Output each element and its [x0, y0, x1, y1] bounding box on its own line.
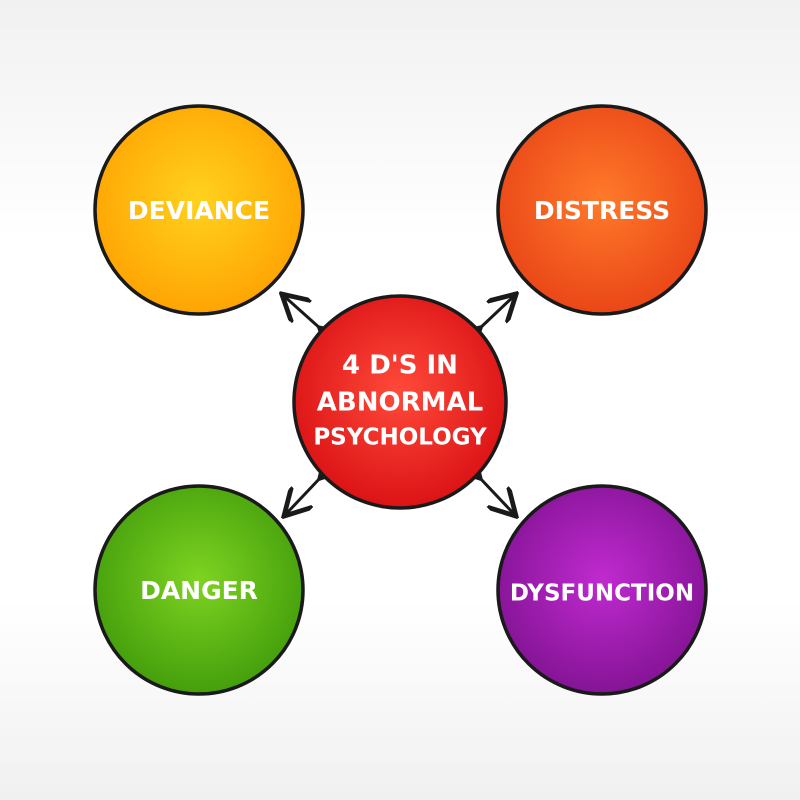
- deviance-label: DEVIANCE: [128, 196, 270, 225]
- connectors: [284, 296, 514, 514]
- arrow-to-dysfunction: [478, 476, 514, 514]
- center-circle: [292, 294, 508, 510]
- danger-label: DANGER: [140, 576, 258, 605]
- center-title-line-1: 4 D'S IN: [342, 351, 458, 381]
- node-distress: DISTRESS: [496, 104, 708, 316]
- arrow-to-distress: [478, 296, 514, 330]
- danger-circle: [93, 484, 305, 696]
- distress-label: DISTRESS: [534, 196, 670, 225]
- deviance-circle: [93, 104, 305, 316]
- center-title-line-3: PSYCHOLOGY: [313, 425, 487, 451]
- dysfunction-label: DYSFUNCTION: [510, 581, 694, 607]
- node-center: 4 D'S IN ABNORMAL PSYCHOLOGY: [292, 294, 508, 510]
- node-deviance: DEVIANCE: [93, 104, 305, 316]
- dysfunction-circle: [496, 484, 708, 696]
- center-title-line-2: ABNORMAL: [317, 388, 483, 418]
- distress-circle: [496, 104, 708, 316]
- arrow-to-danger: [286, 476, 322, 514]
- node-dysfunction: DYSFUNCTION: [496, 484, 708, 696]
- node-danger: DANGER: [93, 484, 305, 696]
- arrow-to-deviance: [284, 296, 322, 330]
